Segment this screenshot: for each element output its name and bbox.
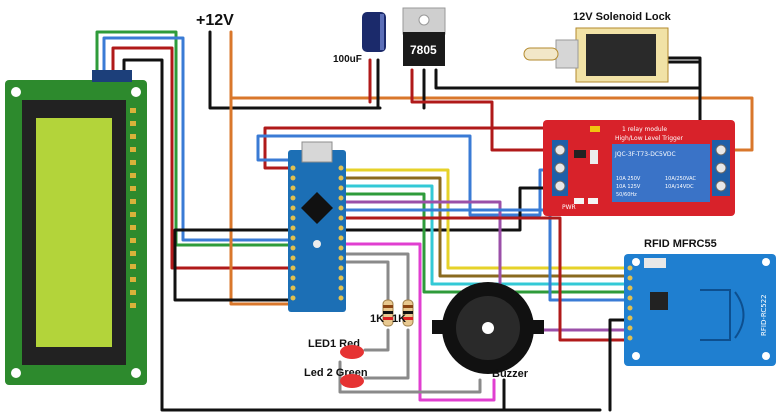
wire-lcd-red — [111, 46, 292, 270]
resistor1-label: 1K — [370, 313, 384, 325]
wire-rfid-red — [343, 216, 632, 342]
relay-trigger: High/Low Level Trigger — [615, 135, 684, 142]
buzzer: Buzzer — [432, 282, 544, 380]
lcd-mount-hole — [11, 368, 21, 378]
wire-lcd-black — [122, 58, 602, 412]
resistor2-label: 1K — [392, 313, 406, 325]
relay-rating2: 10A 125V — [616, 184, 641, 190]
wire-rfid-purple — [343, 200, 632, 332]
solenoid-lock: 12V Solenoid Lock — [523, 11, 672, 83]
wire-led2-gray — [343, 260, 390, 322]
nano-pins-left — [290, 165, 296, 301]
rfid-module: RFID MFRC55 RFID-RC522 — [624, 238, 776, 366]
wire-r1-led — [363, 328, 390, 352]
rfid-pins — [627, 265, 633, 341]
relay-output-terminal — [712, 140, 730, 196]
relay-title: 1 relay module — [622, 126, 667, 133]
rfid-model: RFID-RC522 — [760, 294, 768, 336]
wire-nano-blue-relay — [256, 134, 567, 217]
i2c-header — [92, 70, 132, 82]
lcd-mount-hole — [131, 368, 141, 378]
wire-lcd-green — [95, 30, 292, 247]
mcu-chip — [301, 192, 333, 224]
wire-rfid-blue — [343, 208, 632, 302]
wire-rfid-black — [608, 318, 632, 412]
wire-reg-red — [410, 68, 567, 152]
relay-pwr: PWR — [562, 204, 576, 211]
voltage-regulator: 7805 — [402, 7, 446, 66]
reset-button — [313, 240, 321, 248]
solenoid-label: 12V Solenoid Lock — [573, 11, 672, 23]
buzzer-label: Buzzer — [492, 368, 529, 380]
resistor-2: 1K — [392, 299, 414, 327]
relay-freq: 50/60Hz — [616, 192, 637, 198]
led-red: LED1 Red — [308, 338, 364, 359]
relay-rating3: 10A/250VAC — [665, 176, 696, 182]
jumper — [590, 126, 600, 132]
relay-part: JQC-3F-T73-DC5VDC — [614, 151, 676, 158]
resistor-1: 1K — [370, 299, 394, 327]
lcd-pins — [130, 108, 136, 308]
lcd-screen — [36, 118, 112, 347]
regulator-label: 7805 — [410, 43, 437, 57]
relay-rating4: 10A/14VDC — [665, 184, 694, 190]
wire-rfid-cyan — [343, 184, 632, 286]
relay-module: 1 relay module High/Low Level Trigger JQ… — [543, 120, 735, 216]
capacitor-label: 100uF — [333, 54, 362, 65]
supply-label: +12V — [196, 12, 234, 29]
wire-rfid-green — [343, 192, 632, 294]
lcd-module — [5, 70, 147, 385]
wire-led-gnd — [338, 360, 482, 394]
relay-rating1: 10A 250V — [616, 176, 641, 182]
lcd-mount-hole — [131, 87, 141, 97]
arduino-nano — [288, 141, 346, 312]
rfid-label: RFID MFRC55 — [644, 238, 717, 250]
wire-rfid-brown — [343, 176, 632, 278]
wire-buzzer-magenta — [343, 242, 496, 402]
wire-led1-gray — [343, 252, 410, 322]
wire-12v-orange — [229, 30, 292, 306]
lcd-mount-hole — [11, 87, 21, 97]
capacitor: 100uF — [333, 12, 386, 65]
led-green: Led 2 Green — [304, 367, 368, 388]
wire-lcd-blue — [102, 36, 292, 242]
relay-input-terminal — [552, 140, 568, 196]
wire-orange-relay — [229, 96, 754, 152]
wire-12v-black — [208, 30, 382, 110]
usb-port — [301, 141, 333, 163]
nano-pins-right — [338, 165, 344, 301]
relay-cube — [612, 144, 710, 202]
wire-relay-black — [173, 186, 567, 302]
wire-r2-led — [363, 328, 410, 380]
